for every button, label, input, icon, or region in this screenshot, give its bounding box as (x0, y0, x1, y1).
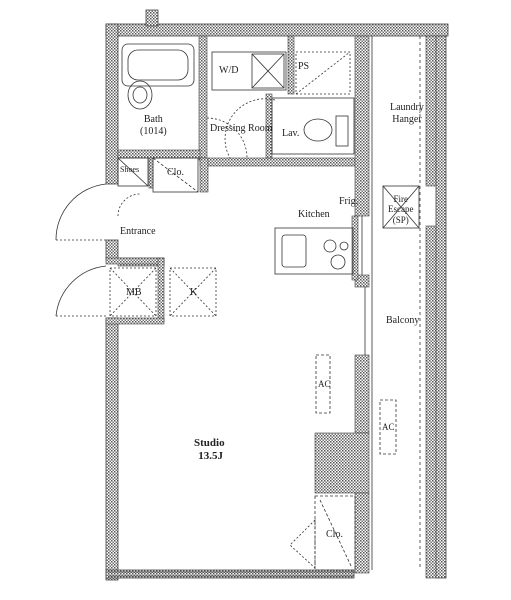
bath-name: Bath (143, 114, 163, 125)
clo-bottom-label: Clo. (326, 529, 343, 540)
wd-label: W/D (219, 65, 239, 76)
studio-label: Studio 13.5J (194, 437, 225, 462)
kitchen-label: Kitchen (298, 209, 330, 220)
fire-line-1: Fire (393, 194, 408, 204)
entrance-label: Entrance (120, 226, 156, 237)
ac-right-label: AC (382, 422, 395, 432)
mb-label: MB (126, 287, 142, 298)
frig-label: Frig. (339, 196, 359, 207)
bath-size: (1014) (140, 125, 167, 137)
bath-label: Bath (1014) (140, 114, 167, 137)
outer-walls (105, 9, 449, 581)
studio-name: Studio (194, 437, 225, 449)
windows (108, 36, 421, 577)
fire-line-2: Escape (388, 204, 414, 215)
k-label: K (190, 287, 198, 298)
laundry-line-2: Hanger (392, 113, 422, 125)
fixtures (109, 43, 420, 571)
door-swings (55, 183, 141, 317)
laundry-line-1: Laundry (390, 102, 424, 113)
dressing-room-label: Dressing Room (210, 123, 273, 134)
ac-left-label: AC (318, 379, 331, 389)
fire-escape-label: Fire Escape (SP) (388, 194, 413, 225)
shoes-label: Shoes (120, 165, 140, 174)
clo-top-label: Clo. (167, 167, 184, 178)
ps-label: PS (298, 61, 310, 72)
lav-label: Lav. (282, 128, 300, 139)
balcony-label: Balcony (386, 315, 420, 326)
internal-walls (105, 35, 437, 579)
studio-size: 13.5J (195, 449, 224, 462)
laundry-hanger-label: Laundry Hanger (390, 102, 424, 125)
fire-line-3: (SP) (392, 214, 409, 225)
